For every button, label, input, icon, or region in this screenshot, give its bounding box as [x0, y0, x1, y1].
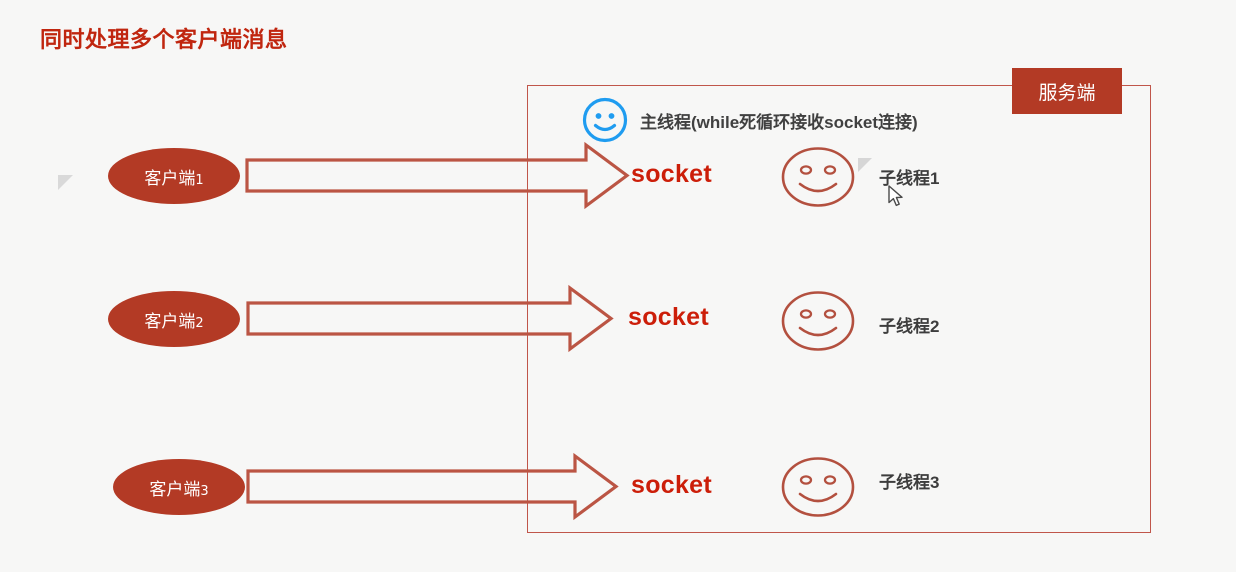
socket-label-2: socket	[628, 303, 710, 331]
page-title: 同时处理多个客户端消息	[40, 27, 288, 52]
client-label-1: 客户端1	[144, 168, 204, 189]
main-thread-label: 主线程(while死循环接收socket连接)	[640, 113, 918, 132]
socket-label-1: socket	[631, 160, 713, 188]
client-node-2[interactable]: 客户端2	[108, 291, 240, 347]
triangle-marker-icon	[57, 174, 74, 191]
server-label-chip: 服务端	[1012, 68, 1122, 114]
child-thread-label-2: 子线程2	[879, 317, 940, 336]
smiley-face-blue-icon	[582, 97, 628, 143]
client-node-1[interactable]: 客户端1	[108, 148, 240, 204]
client-node-3[interactable]: 客户端3	[113, 459, 245, 515]
triangle-marker-icon	[857, 157, 873, 173]
child-thread-label-1: 子线程1	[879, 169, 940, 188]
client-label-3: 客户端3	[149, 479, 209, 500]
client-label-2: 客户端2	[144, 311, 204, 332]
socket-label-3: socket	[631, 471, 713, 499]
smiley-face-red-icon	[780, 456, 856, 518]
smiley-face-red-icon	[780, 146, 856, 208]
mouse-pointer-icon	[888, 185, 906, 209]
child-thread-label-3: 子线程3	[879, 473, 940, 492]
smiley-face-red-icon	[780, 290, 856, 352]
